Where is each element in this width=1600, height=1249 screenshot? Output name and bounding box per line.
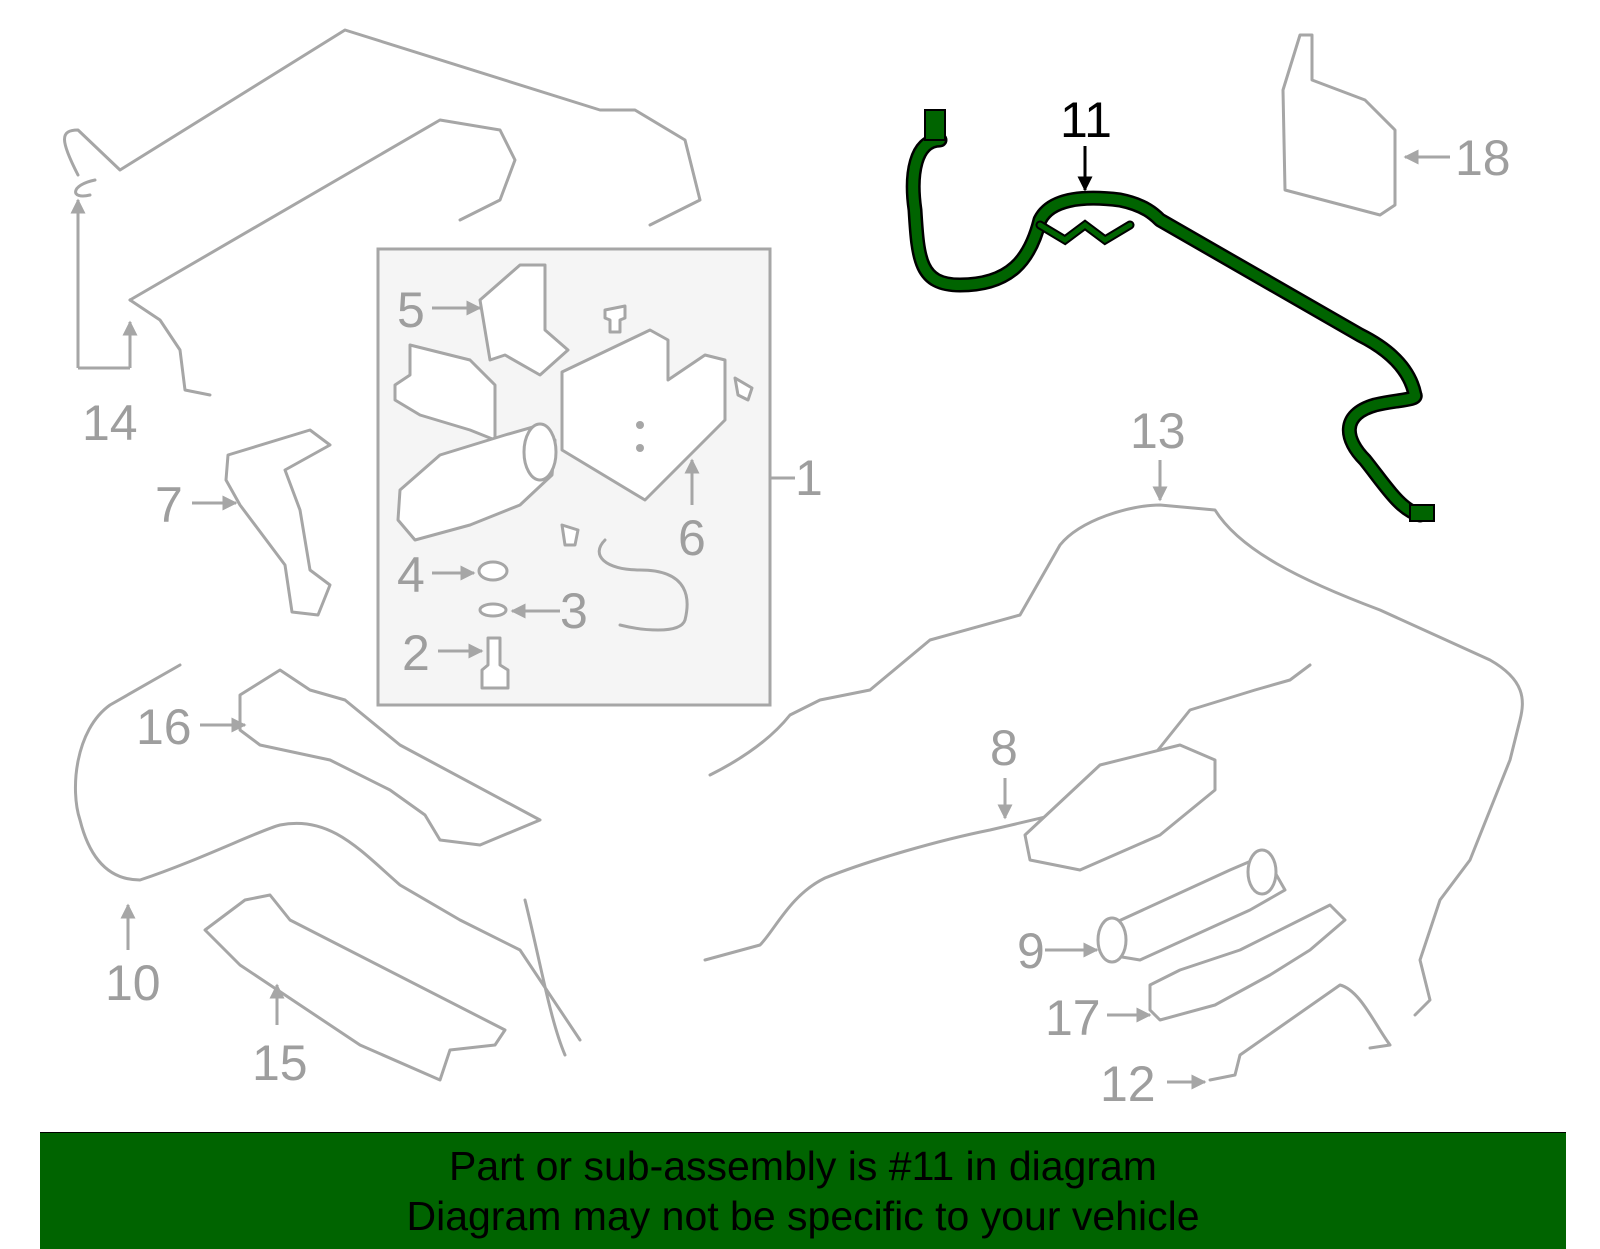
callout-14: 14 (82, 395, 138, 451)
fasteners (477, 304, 754, 690)
callout-12: 12 (1100, 1056, 1156, 1112)
banner-line-1: Part or sub-assembly is #11 in diagram (449, 1143, 1157, 1189)
callout-7: 7 (155, 477, 183, 533)
info-banner: Part or sub-assembly is #11 in diagram D… (40, 1132, 1566, 1249)
banner-line-2: Diagram may not be specific to your vehi… (406, 1193, 1200, 1239)
part-13-line (708, 503, 1524, 1017)
part-5-bracket (393, 263, 570, 442)
compressor-assembly (396, 422, 689, 632)
callout-6: 6 (678, 510, 706, 566)
callout-4: 4 (397, 547, 425, 603)
callout-13: 13 (1130, 403, 1186, 459)
part-8-assembly (703, 663, 1312, 962)
callout-16: 16 (136, 699, 192, 755)
part-16-shield (238, 668, 542, 847)
callout-9: 9 (1017, 923, 1045, 979)
part-9-motor (1096, 848, 1287, 964)
part-6-bracket (560, 328, 727, 502)
part-10-line (74, 663, 582, 1057)
part-15-shield (203, 893, 507, 1082)
callout-15: 15 (252, 1035, 308, 1091)
leader-arrows (70, 146, 1450, 1090)
part-11-hose (905, 109, 1435, 523)
callout-8: 8 (990, 720, 1018, 776)
callout-18: 18 (1455, 130, 1511, 186)
part-17-bracket (1148, 903, 1347, 1022)
part-7-bracket (224, 428, 332, 617)
callout-3: 3 (560, 583, 588, 639)
callout-1: 1 (795, 450, 823, 506)
callout-17: 17 (1045, 990, 1101, 1046)
part-14-lines (63, 28, 702, 397)
callout-2: 2 (402, 625, 430, 681)
callout-5: 5 (397, 282, 425, 338)
part-12-line (1208, 983, 1392, 1082)
part-18-module (1281, 33, 1397, 217)
callout-11: 11 (1060, 92, 1112, 148)
callout-10: 10 (105, 955, 161, 1011)
